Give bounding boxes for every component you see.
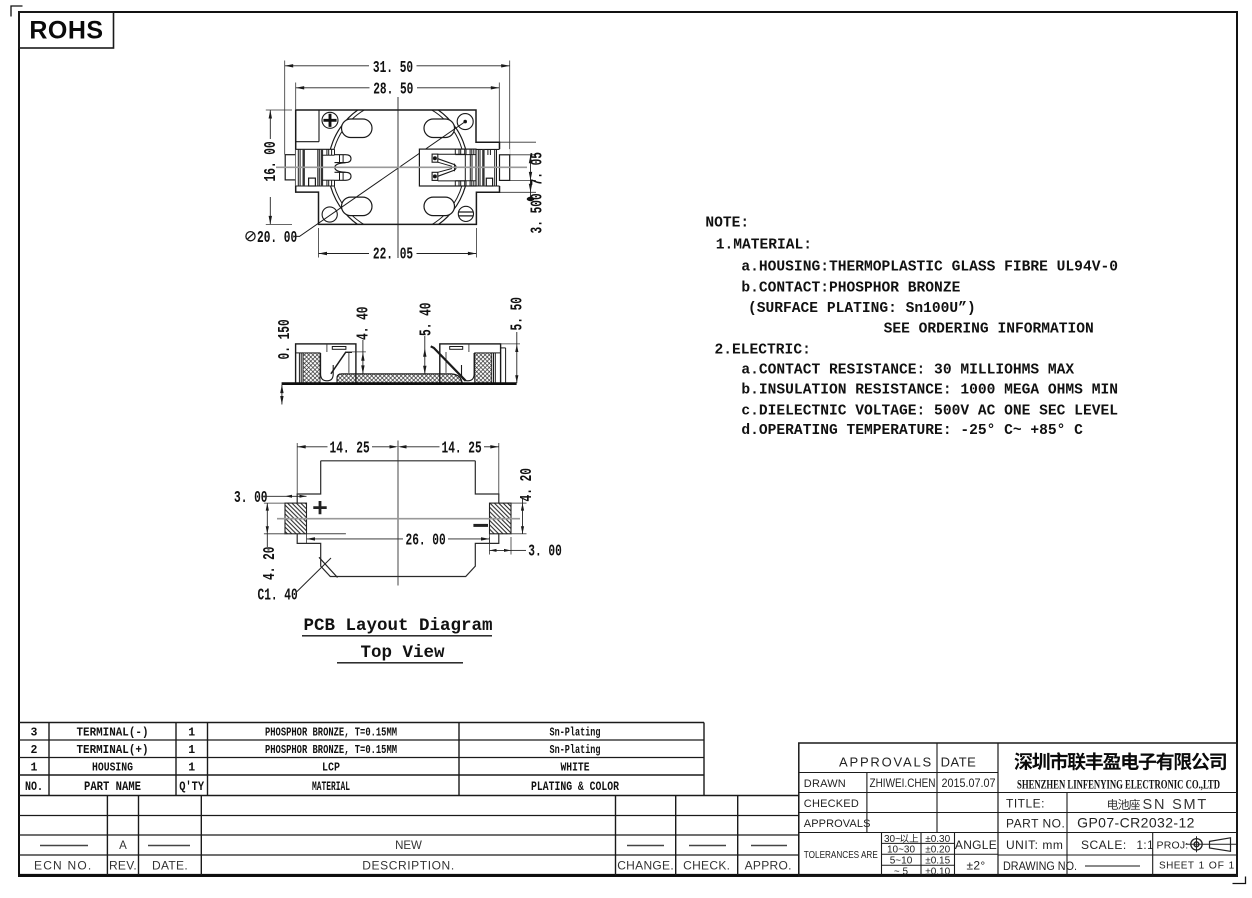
svg-text:1 OF 1: 1 OF 1 <box>1199 860 1236 871</box>
svg-text:APPRO.: APPRO. <box>745 859 792 873</box>
svg-text:10~30: 10~30 <box>887 845 916 856</box>
svg-text:MATERIAL: MATERIAL <box>312 780 350 794</box>
svg-text:WHITE: WHITE <box>561 761 590 774</box>
svg-text:2.ELECTRIC:: 2.ELECTRIC: <box>715 342 811 358</box>
svg-text:DRAWING NO.: DRAWING NO. <box>1003 861 1077 873</box>
svg-text:TOLERANCES ARE: TOLERANCES ARE <box>804 850 878 861</box>
svg-text:Top View: Top View <box>361 643 446 663</box>
svg-text:16. 00: 16. 00 <box>262 141 281 181</box>
svg-text:3. 500: 3. 500 <box>529 193 548 233</box>
svg-text:±0.20: ±0.20 <box>925 845 950 856</box>
svg-text:20. 00: 20. 00 <box>257 229 297 248</box>
svg-text:Sn-Plating: Sn-Plating <box>550 744 601 757</box>
svg-text:Sn-Plating: Sn-Plating <box>550 727 601 740</box>
svg-text:APPROVALS: APPROVALS <box>839 755 933 770</box>
svg-text:4. 20: 4. 20 <box>261 547 280 581</box>
svg-text:1.MATERIAL:: 1.MATERIAL: <box>716 238 812 254</box>
svg-text:7. 05: 7. 05 <box>529 152 548 186</box>
svg-text:PCB Layout Diagram: PCB Layout Diagram <box>304 616 493 636</box>
svg-text:31. 50: 31. 50 <box>373 59 413 78</box>
svg-text:3. 00: 3. 00 <box>528 543 562 562</box>
svg-text:C1. 40: C1. 40 <box>258 586 298 605</box>
svg-text:Q'TY: Q'TY <box>179 780 204 794</box>
svg-text:DATE.: DATE. <box>152 859 188 873</box>
svg-text:1: 1 <box>188 744 195 757</box>
svg-text:22. 05: 22. 05 <box>373 245 413 264</box>
svg-text:±0.15: ±0.15 <box>925 856 950 867</box>
svg-text:TITLE:: TITLE: <box>1006 796 1045 810</box>
svg-text:1: 1 <box>188 761 195 774</box>
svg-text:SHEET: SHEET <box>1159 860 1194 871</box>
svg-text:1: 1 <box>31 761 38 774</box>
svg-text:CHECK.: CHECK. <box>683 859 730 873</box>
svg-text:30~: 30~ <box>884 834 901 845</box>
svg-text:26. 00: 26. 00 <box>406 531 446 550</box>
svg-text:2015.07.07: 2015.07.07 <box>942 776 996 790</box>
svg-text:~ 5: ~ 5 <box>894 867 909 878</box>
svg-text:14. 25: 14. 25 <box>442 440 482 459</box>
svg-text:ECN NO.: ECN NO. <box>34 859 92 873</box>
svg-text:5. 40: 5. 40 <box>417 303 436 337</box>
svg-text:b.CONTACT:PHOSPHOR BRONZE: b.CONTACT:PHOSPHOR BRONZE <box>741 281 960 297</box>
svg-text:DRAWN: DRAWN <box>804 778 846 790</box>
svg-text:CHECKED: CHECKED <box>804 798 859 810</box>
svg-text:HOUSING: HOUSING <box>92 761 133 774</box>
svg-text:NOTE:: NOTE: <box>705 216 749 232</box>
svg-text:ZHIWEI.CHEN: ZHIWEI.CHEN <box>870 776 936 790</box>
svg-text:LCP: LCP <box>322 761 340 774</box>
svg-text:14. 25: 14. 25 <box>330 440 370 459</box>
svg-text:PART NO.: PART NO. <box>1006 816 1065 830</box>
svg-text:TERMINAL(+): TERMINAL(+) <box>77 744 149 757</box>
svg-text:2: 2 <box>31 744 38 757</box>
svg-text:SCALE:: SCALE: <box>1081 838 1127 852</box>
svg-text:NO.: NO. <box>25 780 43 794</box>
svg-text:1: 1 <box>188 727 195 740</box>
svg-text:SHENZHEN LINFENYING ELECTRONIC: SHENZHEN LINFENYING ELECTRONIC CO.,LTD <box>1017 777 1220 791</box>
svg-text:±0.30: ±0.30 <box>925 834 950 845</box>
svg-text:CHANGE.: CHANGE. <box>617 859 674 873</box>
svg-text:PROJ:: PROJ: <box>1157 840 1189 852</box>
svg-text:5. 50: 5. 50 <box>508 297 527 331</box>
svg-text:b.INSULATION RESISTANCE: 1000: b.INSULATION RESISTANCE: 1000 MEGA OHMS … <box>741 383 1118 399</box>
svg-text:PART NAME: PART NAME <box>84 780 141 794</box>
svg-text:5~10: 5~10 <box>890 856 913 867</box>
svg-text:4. 20: 4. 20 <box>518 468 537 502</box>
svg-text:A: A <box>119 840 127 852</box>
svg-text:ROHS: ROHS <box>29 17 103 45</box>
svg-text:PHOSPHOR BRONZE, T=0.15MM: PHOSPHOR BRONZE, T=0.15MM <box>265 727 397 740</box>
svg-text:PHOSPHOR BRONZE, T=0.15MM: PHOSPHOR BRONZE, T=0.15MM <box>265 744 397 757</box>
svg-text:±2°: ±2° <box>967 859 986 873</box>
svg-text:DESCRIPTION.: DESCRIPTION. <box>362 859 455 873</box>
svg-text:3: 3 <box>31 727 38 740</box>
svg-text:a.HOUSING:THERMOPLASTIC GLASS: a.HOUSING:THERMOPLASTIC GLASS FIBRE UL94… <box>741 260 1118 276</box>
svg-text:0. 150: 0. 150 <box>276 319 295 359</box>
svg-text:±0.10: ±0.10 <box>925 867 950 878</box>
svg-text:28. 50: 28. 50 <box>373 81 413 100</box>
svg-text:DATE: DATE <box>941 755 977 770</box>
svg-text:UNIT: mm: UNIT: mm <box>1006 838 1063 852</box>
svg-text:SEE ORDERING INFORMATION: SEE ORDERING INFORMATION <box>884 321 1094 337</box>
svg-text:(SURFACE PLATING: Sn100U”): (SURFACE PLATING: Sn100U”) <box>748 301 976 317</box>
svg-text:1:1: 1:1 <box>1137 840 1155 852</box>
svg-text:NEW: NEW <box>395 840 422 852</box>
svg-text:c.DIELECTNIC VOLTAGE: 500V AC: c.DIELECTNIC VOLTAGE: 500V AC ONE SEC LE… <box>741 404 1118 420</box>
svg-text:PLATING & COLOR: PLATING & COLOR <box>531 780 619 794</box>
svg-text:a.CONTACT RESISTANCE: 30 MILLI: a.CONTACT RESISTANCE: 30 MILLIOHMS MAX <box>741 363 1074 379</box>
svg-text:APPROVALS: APPROVALS <box>804 818 871 830</box>
svg-text:TERMINAL(-): TERMINAL(-) <box>77 727 149 740</box>
svg-text:3. 00: 3. 00 <box>234 489 268 508</box>
svg-text:REV.: REV. <box>109 859 137 873</box>
svg-text:d.OPERATING TEMPERATURE: -25°: d.OPERATING TEMPERATURE: -25° C~ +85° C <box>741 423 1083 439</box>
svg-text:ANGLE: ANGLE <box>955 838 997 852</box>
svg-text:4. 40: 4. 40 <box>355 307 374 341</box>
svg-text:GP07-CR2032-12: GP07-CR2032-12 <box>1077 814 1195 830</box>
svg-text:SN SMT: SN SMT <box>1143 797 1209 813</box>
